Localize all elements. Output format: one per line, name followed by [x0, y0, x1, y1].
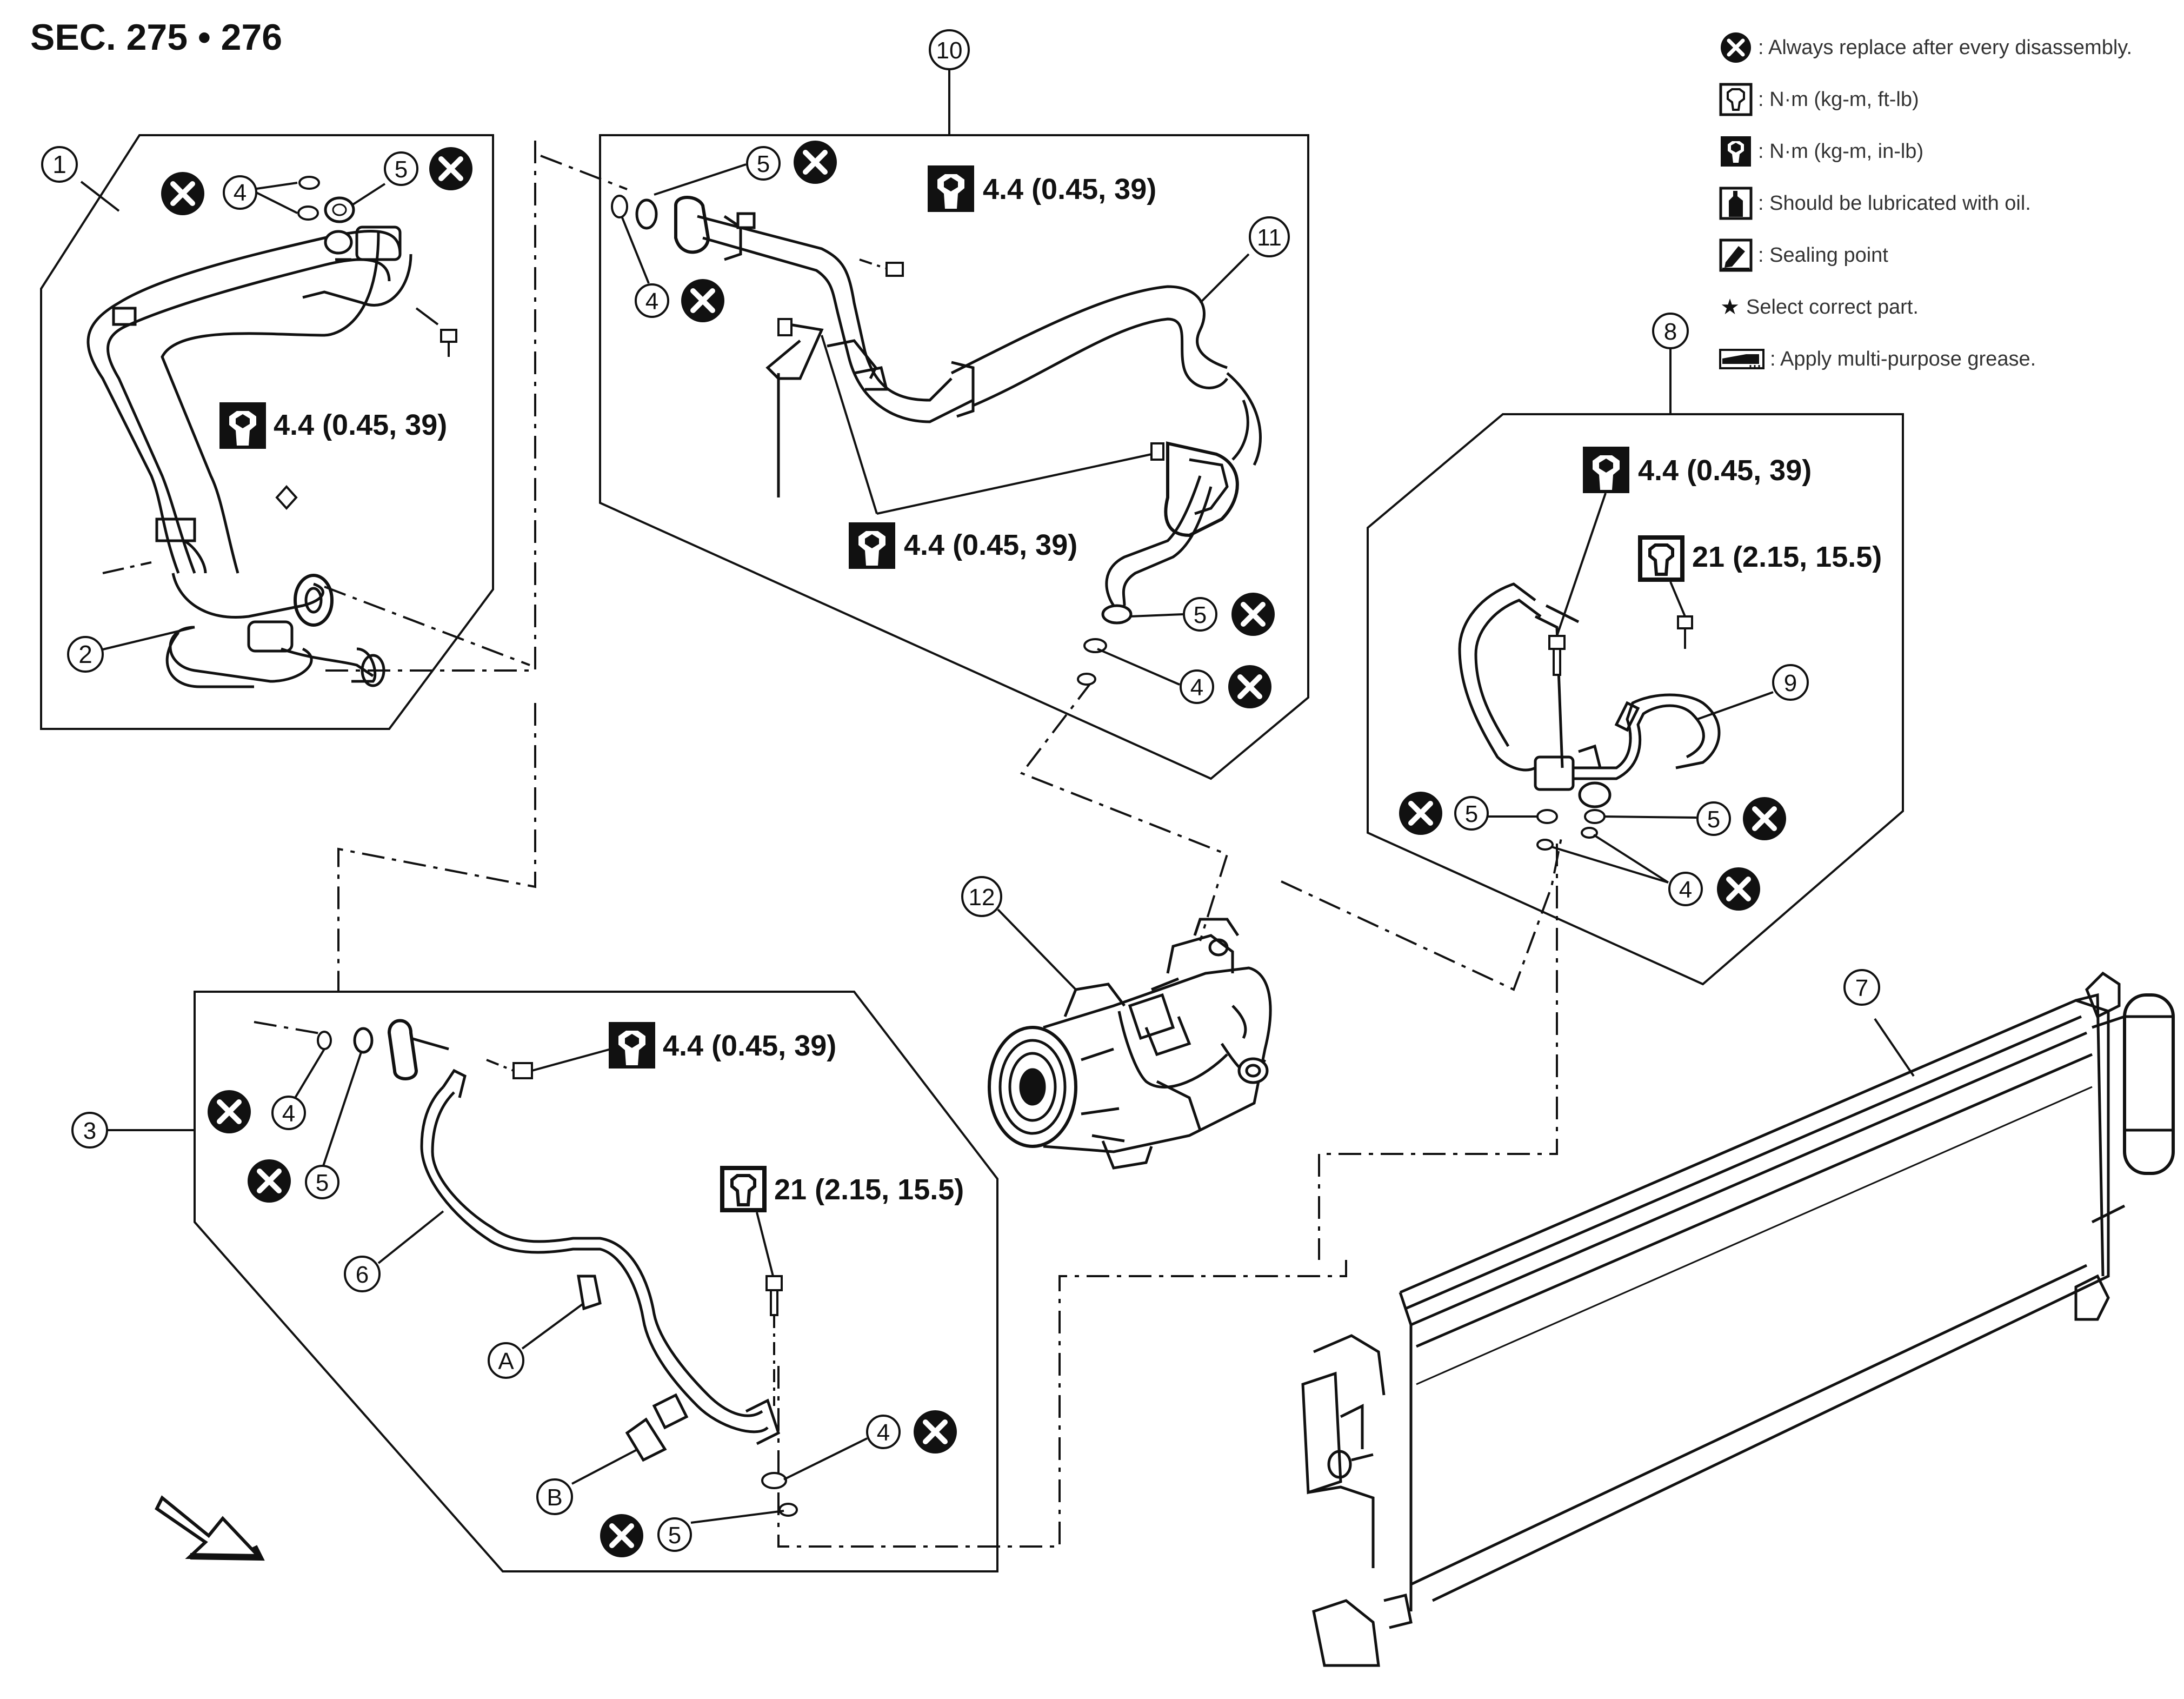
torque-spec: 4.4 (0.45, 39): [983, 173, 1156, 205]
always-replace-icon: [914, 1410, 957, 1454]
legend-row-torque-inlb: : N·m (kg-m, in-lb): [1719, 125, 2179, 177]
grease-icon: [1719, 342, 1764, 376]
callout-8: 8: [1664, 318, 1677, 345]
torque-spec: 4.4 (0.45, 39): [1638, 454, 1812, 487]
torque-inlb-icon: [928, 165, 974, 212]
legend-text: : Always replace after every disassembly…: [1758, 36, 2133, 59]
callout-12: 12: [969, 884, 995, 911]
torque-spec: 4.4 (0.45, 39): [274, 409, 447, 441]
always-replace-icon: [1743, 797, 1786, 840]
callout-9: 9: [1784, 670, 1797, 696]
torque-inlb-icon: [849, 522, 895, 569]
pipe-assembly-8: [1458, 582, 1721, 808]
always-replace-icon: [248, 1159, 291, 1203]
star-icon: ★: [1720, 295, 1740, 319]
always-replace-icon: [161, 172, 204, 215]
hose-assembly-1: [86, 225, 412, 688]
torque-spec: 4.4 (0.45, 39): [904, 529, 1077, 561]
torque-ftlb-icon: [1719, 83, 1753, 116]
callout-5: 5: [668, 1522, 681, 1549]
callout-5: 5: [316, 1170, 329, 1196]
always-replace-icon: [794, 141, 837, 184]
torque-spec: 21 (2.15, 15.5): [1692, 541, 1882, 573]
connection-lines: [254, 141, 1563, 1548]
always-replace-icon: [1399, 792, 1442, 835]
torque-inlb-icon: [1719, 135, 1753, 168]
always-replace-icon: [429, 147, 472, 190]
legend-row-sealing: : Sealing point: [1719, 229, 2179, 281]
panel-1-labels: 4 5 4.4 (0.45, 39) 1 2: [41, 147, 472, 673]
legend-text: : Sealing point: [1758, 243, 1888, 267]
always-replace-icon: [1717, 867, 1760, 911]
callout-4: 4: [282, 1100, 295, 1127]
callout-7: 7: [1855, 975, 1868, 1001]
legend-text: : Should be lubricated with oil.: [1758, 191, 2031, 215]
front-direction-arrow-icon: [155, 1495, 265, 1561]
callout-2: 2: [78, 640, 92, 668]
callout-5: 5: [757, 151, 770, 177]
callout-4: 4: [234, 180, 247, 206]
legend-text: Select correct part.: [1746, 295, 1919, 318]
legend-row-star: ★ Select correct part.: [1719, 281, 2179, 333]
torque-ftlb-icon: [1638, 535, 1684, 582]
panel-outlines: [40, 134, 1904, 1572]
condenser-label: 7: [1843, 969, 1915, 1077]
always-replace-icon: [600, 1514, 643, 1557]
panel-10-labels: 10 5 4.4 (0.45, 39) 4 11 4.4 (0.45, 39) …: [621, 29, 1290, 708]
hose-assembly-10: [674, 196, 1262, 607]
legend: : Always replace after every disassembly…: [1719, 22, 2179, 385]
callout-5: 5: [1194, 602, 1207, 628]
panel-3-labels: 4.4 (0.45, 39) 3 4 5 21 (2.15, 15.5) 6 A…: [71, 1022, 964, 1557]
torque-inlb-icon: [609, 1022, 655, 1068]
legend-text: : N·m (kg-m, in-lb): [1758, 140, 1924, 163]
pipe-assembly-3: [420, 1068, 781, 1462]
panel-8-frame: [1367, 413, 1904, 986]
callout-4: 4: [645, 288, 658, 315]
torque-inlb-icon: [219, 402, 266, 449]
sealing-point-icon: [1719, 238, 1753, 272]
callout-10: 10: [936, 37, 963, 64]
torque-spec: 4.4 (0.45, 39): [663, 1030, 836, 1062]
callout-6: 6: [356, 1262, 369, 1288]
legend-text: : N·m (kg-m, ft-lb): [1758, 88, 1919, 111]
always-replace-icon: [1231, 593, 1275, 636]
callout-A: A: [498, 1348, 514, 1375]
callout-5: 5: [1707, 806, 1720, 833]
callout-11: 11: [1257, 224, 1282, 251]
always-replace-icon: [208, 1090, 251, 1133]
legend-row-grease: : Apply multi-purpose grease.: [1719, 333, 2179, 385]
panel-10-hardware: [611, 195, 1164, 686]
panel-3-hardware: [317, 1019, 798, 1517]
section-title: SEC. 275 • 276: [30, 17, 283, 58]
callout-4: 4: [1190, 674, 1203, 701]
callout-4: 4: [877, 1419, 890, 1446]
callout-5: 5: [395, 156, 408, 183]
callout-3: 3: [83, 1118, 96, 1144]
callout-B: B: [547, 1484, 562, 1511]
panel-3-frame: [194, 991, 998, 1572]
oil-can-icon: [1719, 187, 1753, 220]
torque-inlb-icon: [1583, 447, 1629, 493]
always-replace-icon: [1228, 665, 1271, 708]
callout-4: 4: [1679, 877, 1692, 903]
torque-ftlb-icon: [720, 1166, 767, 1212]
panel-8-labels: 8 4.4 (0.45, 39) 21 (2.15, 15.5) 9 5 5 4: [1399, 313, 1882, 911]
callout-5: 5: [1465, 801, 1478, 827]
panel-1-frame: [40, 134, 494, 730]
condenser: [1301, 971, 2175, 1667]
always-replace-icon: [1719, 31, 1753, 64]
legend-row-torque-ftlb: : N·m (kg-m, ft-lb): [1719, 74, 2179, 125]
legend-text: : Apply multi-purpose grease.: [1770, 347, 2036, 370]
compressor: [988, 918, 1272, 1170]
compressor-label: 12: [961, 876, 1077, 991]
panel-10-frame: [599, 134, 1309, 780]
legend-row-always-replace: : Always replace after every disassembly…: [1719, 22, 2179, 74]
legend-row-oil: : Should be lubricated with oil.: [1719, 177, 2179, 229]
panel-1-hardware: [102, 176, 457, 574]
torque-spec: 21 (2.15, 15.5): [774, 1173, 964, 1206]
always-replace-icon: [681, 279, 724, 322]
callout-1: 1: [52, 150, 66, 178]
